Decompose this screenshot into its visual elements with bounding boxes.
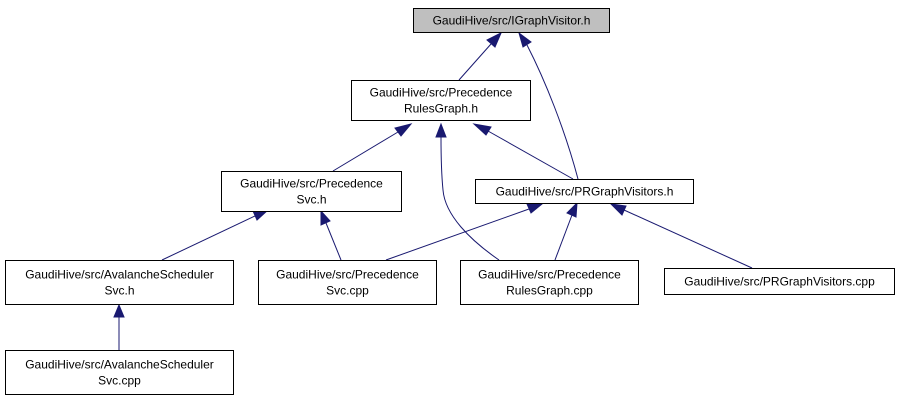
node-label: GaudiHive/src/Precedence xyxy=(240,177,383,191)
node-prgraphvisitors-h[interactable]: GaudiHive/src/PRGraphVisitors.h xyxy=(475,179,694,204)
edge-line xyxy=(332,131,399,172)
edge-precedencesvc_h-to-precedencerulesgraph_h xyxy=(332,123,413,172)
node-box xyxy=(258,260,437,305)
arrowhead-icon xyxy=(486,31,502,48)
arrowhead-icon xyxy=(435,122,447,138)
node-box xyxy=(664,268,895,295)
node-box xyxy=(221,171,402,212)
edge-precedencerulesgraph_h-to-igraphvisitor_h xyxy=(458,31,502,81)
arrowhead-icon xyxy=(526,203,544,214)
node-igraphvisitor-h[interactable]: GaudiHive/src/IGraphVisitor.h xyxy=(413,8,610,33)
edge-precedencerulesgraph_cpp-to-precedencerulesgraph_h xyxy=(435,122,500,261)
node-box xyxy=(475,179,694,204)
edge-line xyxy=(440,136,500,261)
edge-avalanchescheduler_h-to-precedencesvc_h xyxy=(161,209,270,261)
node-label: Svc.h xyxy=(104,284,134,298)
edge-precedencesvc_cpp-to-precedencesvc_h xyxy=(320,209,342,261)
arrowhead-icon xyxy=(609,203,627,216)
node-label: RulesGraph.h xyxy=(404,102,478,116)
node-label: RulesGraph.cpp xyxy=(506,284,593,298)
node-box xyxy=(413,8,610,33)
edge-precedencesvc_cpp-to-prgraphvisitors_h xyxy=(385,203,544,261)
node-prgraphvisitors-cpp[interactable]: GaudiHive/src/PRGraphVisitors.cpp xyxy=(664,268,895,295)
node-label: GaudiHive/src/Precedence xyxy=(478,268,621,282)
edge-line xyxy=(458,43,492,81)
edge-prgraphvisitors_h-to-igraphvisitor_h xyxy=(518,31,579,180)
node-label: GaudiHive/src/PRGraphVisitors.cpp xyxy=(684,275,875,289)
edges-layer xyxy=(113,31,753,350)
edge-avalanchescheduler_cpp-to-avalanchescheduler_h xyxy=(113,303,125,350)
arrowhead-icon xyxy=(472,123,492,136)
edge-line xyxy=(526,44,579,180)
node-box xyxy=(351,80,531,121)
edge-prgraphvisitors_cpp-to-prgraphvisitors_h xyxy=(609,203,753,269)
edge-line xyxy=(325,222,342,261)
edge-line xyxy=(385,208,530,261)
arrowhead-icon xyxy=(566,201,578,218)
node-label: GaudiHive/src/Precedence xyxy=(370,86,513,100)
node-label: GaudiHive/src/IGraphVisitor.h xyxy=(433,14,591,28)
nodes-layer: GaudiHive/src/IGraphVisitor.hGaudiHive/s… xyxy=(5,8,895,395)
edge-prgraphvisitors_h-to-precedencerulesgraph_h xyxy=(472,123,574,180)
arrowhead-icon xyxy=(394,123,413,137)
arrowhead-icon xyxy=(518,31,532,48)
node-label: GaudiHive/src/AvalancheScheduler xyxy=(25,358,214,372)
node-label: Svc.h xyxy=(296,193,326,207)
node-label: GaudiHive/src/AvalancheScheduler xyxy=(25,268,214,282)
edge-precedencerulesgraph_cpp-to-prgraphvisitors_h xyxy=(554,201,578,261)
node-box xyxy=(5,350,234,395)
node-box xyxy=(460,260,639,305)
edge-line xyxy=(487,130,574,180)
edge-line xyxy=(554,214,573,261)
node-label: GaudiHive/src/Precedence xyxy=(276,268,419,282)
arrowhead-icon xyxy=(320,209,331,226)
arrowhead-icon xyxy=(113,303,125,318)
node-label: Svc.cpp xyxy=(326,284,369,298)
node-box xyxy=(5,260,234,305)
node-label: Svc.cpp xyxy=(98,374,141,388)
edge-line xyxy=(161,215,256,261)
edge-line xyxy=(623,209,753,269)
node-label: GaudiHive/src/PRGraphVisitors.h xyxy=(496,185,674,199)
